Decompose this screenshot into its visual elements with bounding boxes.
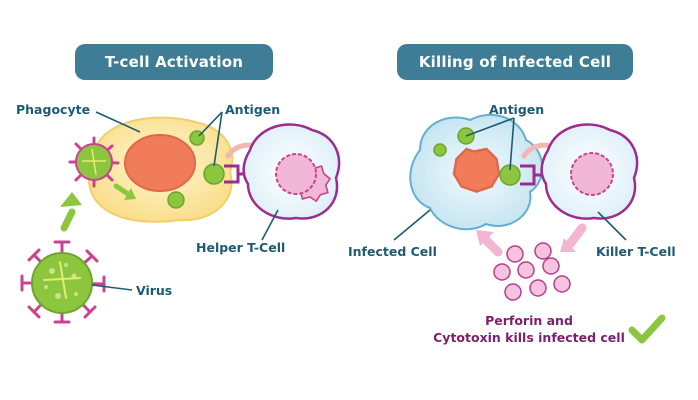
perforin-caption-line1: Perforin and [485, 313, 573, 328]
perforin-caption-line2: Cytotoxin kills infected cell [433, 330, 625, 345]
label-virus: Virus [136, 283, 173, 298]
engulfed-virus [68, 136, 120, 188]
label-antigen-left: Antigen [225, 102, 281, 117]
infected-cell [409, 113, 544, 231]
killing-infected-cell-title: Killing of Infected Cell [397, 44, 633, 80]
pink-arrow-left [476, 230, 503, 257]
pink-arrow-right [560, 223, 587, 252]
label-helper-t-cell: Helper T-Cell [196, 240, 286, 255]
label-phagocyte: Phagocyte [16, 102, 91, 117]
perforin-caption: Perforin and Cytotoxin kills infected ce… [431, 312, 627, 346]
cytotoxic-granules [493, 242, 571, 301]
label-killer-t-cell: Killer T-Cell [596, 244, 676, 259]
leader-lines-left [91, 111, 279, 291]
t-cell-activation-title: T-cell Activation [75, 44, 273, 80]
checkmark-icon [628, 314, 666, 344]
green-arrow-up [60, 192, 82, 232]
helper-t-cell [242, 123, 341, 220]
label-antigen-right: Antigen [489, 102, 545, 117]
leader-lines-right [393, 117, 627, 241]
virus [20, 240, 106, 324]
killer-t-cell [540, 123, 639, 220]
phagocyte-cell [87, 116, 234, 223]
label-infected-cell: Infected Cell [348, 244, 437, 259]
